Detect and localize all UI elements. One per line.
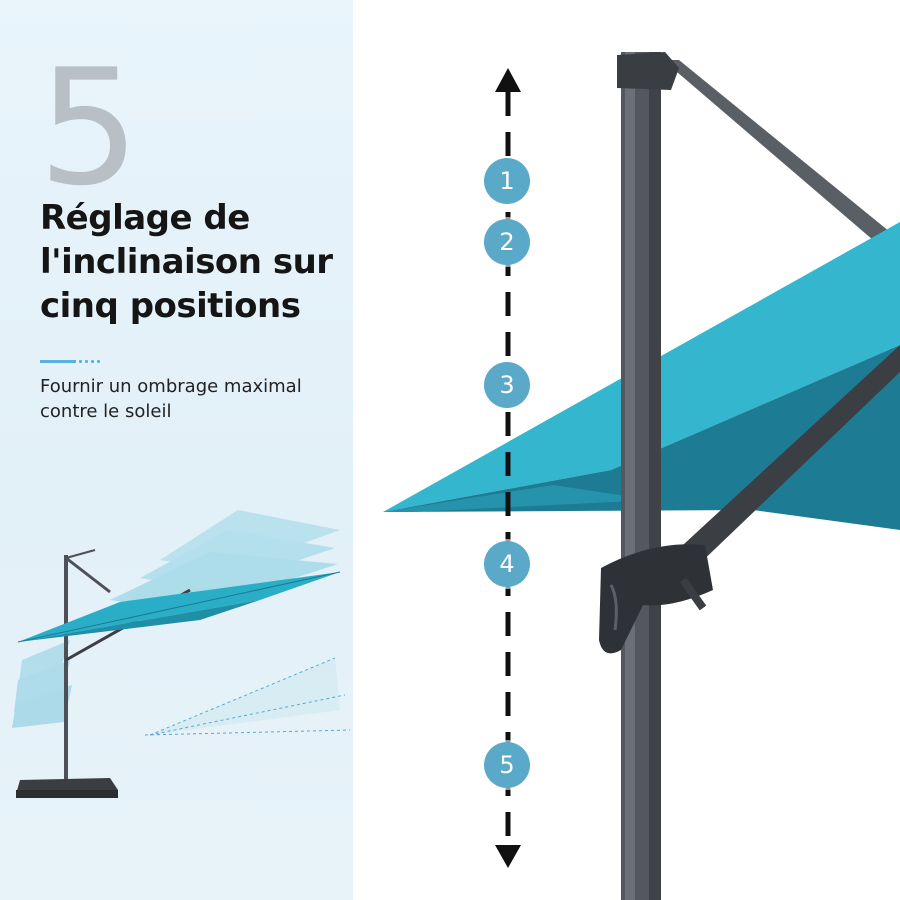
umbrella-mechanism-closeup <box>383 52 900 900</box>
position-marker-2: 2 <box>484 219 530 265</box>
info-panel: 5 Réglage de l'inclinaison sur cinq posi… <box>0 0 353 900</box>
feature-description: Fournir un ombrage maximal contre le sol… <box>40 374 345 424</box>
position-marker-5: 5 <box>484 742 530 788</box>
description-line-2: contre le soleil <box>40 401 172 422</box>
heading-line-1: Réglage de <box>40 198 250 238</box>
position-count-number: 5 <box>38 34 140 221</box>
heading-line-2: l'inclinaison sur <box>40 242 333 282</box>
tilting-umbrella-illustration <box>12 510 351 798</box>
feature-heading: Réglage de l'inclinaison sur cinq positi… <box>40 196 340 328</box>
position-marker-4: 4 <box>484 541 530 587</box>
description-line-1: Fournir un ombrage maximal <box>40 376 302 397</box>
position-marker-1: 1 <box>484 158 530 204</box>
ghost-canopy-positions <box>12 510 340 728</box>
upper-strut <box>663 60 890 240</box>
detail-photo-panel: 1 2 3 4 5 <box>353 0 900 900</box>
lower-arm <box>671 345 900 570</box>
position-marker-3: 3 <box>484 362 530 408</box>
accent-divider <box>40 351 100 370</box>
heading-line-3: cinq positions <box>40 286 301 326</box>
tilt-angle-indicator <box>144 657 351 736</box>
tilt-height-arrow <box>495 68 521 868</box>
crank-housing <box>599 544 713 654</box>
